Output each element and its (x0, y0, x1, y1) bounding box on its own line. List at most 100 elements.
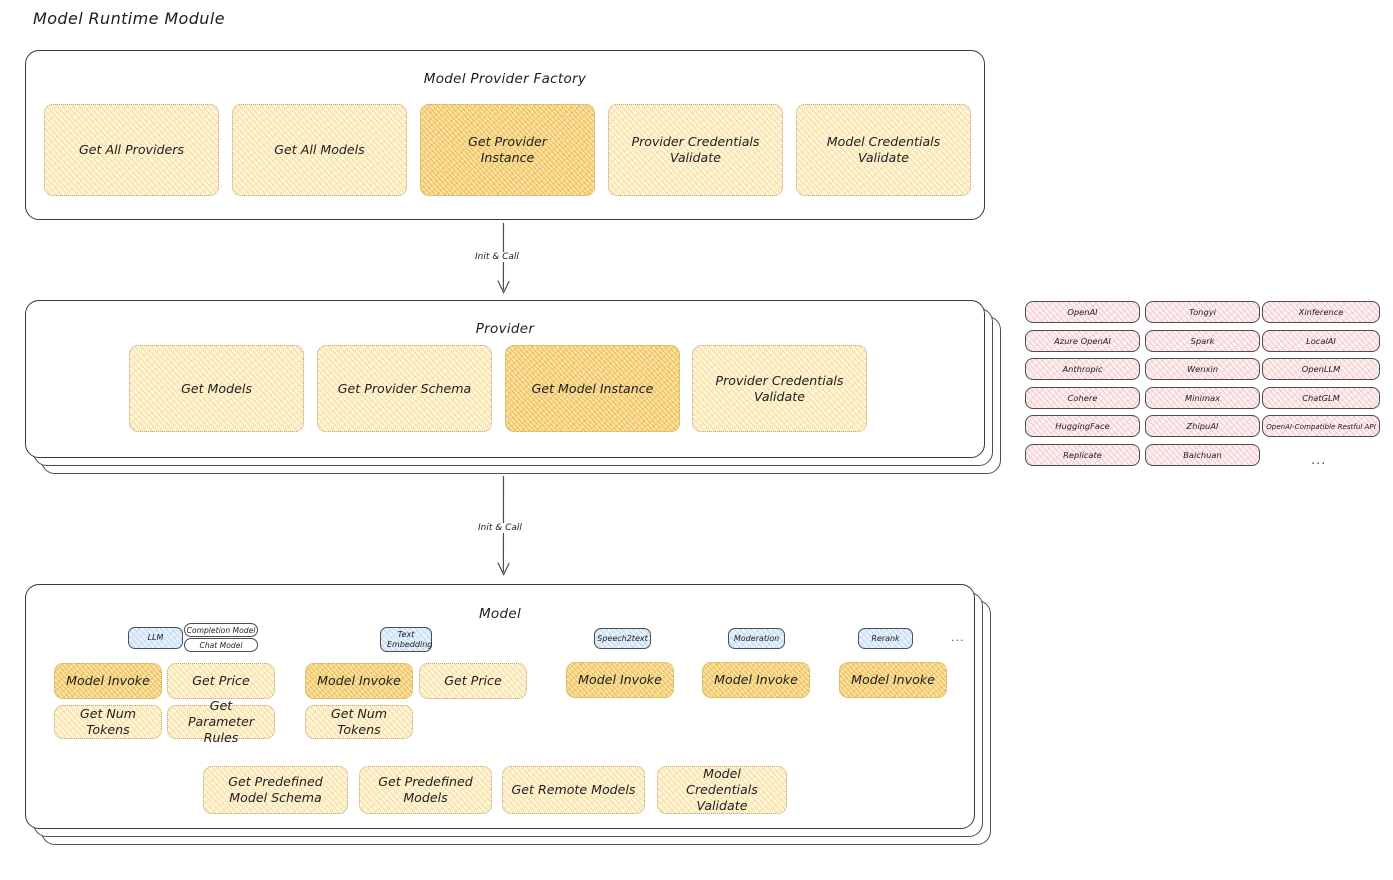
provider-chip-label: OpenLLM (1301, 364, 1341, 375)
method-label: Get Price (444, 673, 502, 689)
factory-item-get-all-providers[interactable]: Get All Providers (44, 104, 219, 196)
provider-chip-label: LocalAI (1306, 335, 1336, 346)
subtag-label: Chat Model (199, 640, 243, 650)
factory-item-model-credentials-validate[interactable]: Model Credentials Validate (796, 104, 971, 196)
provider-item-get-model-instance[interactable]: Get Model Instance (505, 345, 680, 432)
provider-chip[interactable]: OpenAI (1025, 301, 1140, 323)
arrow-label-init-and-call-2: Init & Call (475, 523, 525, 533)
model-common-get-predefined-models[interactable]: Get Predefined Models (359, 766, 492, 814)
method-label: Get Num Tokens (79, 706, 137, 737)
provider-chip[interactable]: Baichuan (1145, 444, 1260, 466)
provider-chip-label: Wenxin (1186, 364, 1219, 375)
factory-item-label: Model Credentials Validate (826, 134, 941, 165)
badge-label: Rerank (871, 633, 900, 643)
provider-chip-label: Tongyi (1189, 307, 1216, 317)
provider-chip[interactable]: Replicate (1025, 444, 1140, 466)
model-type-badge-speech2text[interactable]: Speech2text (594, 628, 651, 649)
provider-chip-label: ChatGLM (1302, 392, 1340, 403)
arrow-factory-to-provider (497, 222, 510, 294)
model-type-badge-text-embedding[interactable]: Text Embedding (380, 627, 432, 652)
provider-chip-label: Spark (1190, 335, 1215, 346)
provider-chip[interactable]: Minimax (1145, 386, 1260, 409)
model-common-model-credentials-validate[interactable]: Model Credentials Validate (657, 766, 787, 814)
llm-method-get-num-tokens[interactable]: Get Num Tokens (54, 705, 162, 739)
factory-item-label: Get Provider Instance (468, 134, 547, 165)
provider-item-label: Get Model Instance (531, 380, 654, 396)
model-type-badge-llm[interactable]: LLM (128, 627, 183, 649)
provider-title: Provider (475, 321, 535, 337)
factory-item-get-provider-instance[interactable]: Get Provider Instance (420, 104, 595, 196)
provider-chip-label: Minimax (1184, 392, 1221, 403)
factory-item-label: Get All Providers (79, 142, 184, 158)
arrow-label-init-and-call-1: Init & Call (472, 252, 522, 262)
badge-label: LLM (147, 633, 164, 643)
method-label: Get Predefined Models (378, 774, 473, 805)
provider-item-provider-credentials-validate[interactable]: Provider Credentials Validate (692, 345, 867, 432)
provider-chip[interactable]: OpenAI-Compatible Restful API (1262, 415, 1380, 438)
badge-label: Moderation (733, 633, 780, 643)
provider-chip[interactable]: ChatGLM (1262, 386, 1380, 409)
text-embedding-method-get-price[interactable]: Get Price (419, 663, 527, 699)
provider-chip[interactable]: Wenxin (1145, 358, 1260, 381)
method-label: Get Price (192, 673, 250, 689)
provider-chip-label: HuggingFace (1055, 421, 1110, 432)
provider-chip[interactable]: LocalAI (1262, 329, 1380, 352)
provider-chip-label: OpenAI (1067, 307, 1098, 317)
provider-chip[interactable]: Spark (1145, 329, 1260, 352)
subtag-label: Completion Model (186, 625, 256, 635)
llm-method-model-invoke[interactable]: Model Invoke (54, 663, 162, 699)
provider-item-get-provider-schema[interactable]: Get Provider Schema (317, 345, 492, 432)
provider-chip[interactable]: Anthropic (1025, 358, 1140, 381)
model-type-badge-moderation[interactable]: Moderation (728, 628, 785, 649)
provider-chip-label: OpenAI-Compatible Restful API (1266, 421, 1376, 431)
provider-chip-label: Anthropic (1062, 364, 1103, 375)
llm-method-get-price[interactable]: Get Price (167, 663, 275, 699)
model-provider-factory-title: Model Provider Factory (423, 71, 587, 87)
provider-item-label: Provider Credentials Validate (715, 372, 844, 404)
provider-chip[interactable]: HuggingFace (1025, 415, 1140, 438)
model-container: Model (25, 584, 975, 829)
method-label: Model Invoke (578, 672, 662, 688)
provider-chip[interactable]: Tongyi (1145, 301, 1260, 323)
provider-chip[interactable]: Azure OpenAI (1025, 329, 1140, 352)
factory-item-provider-credentials-validate[interactable]: Provider Credentials Validate (608, 104, 783, 196)
page-title: Model Runtime Module (33, 9, 225, 28)
model-common-get-remote-models[interactable]: Get Remote Models (502, 766, 645, 814)
provider-chip-label: Xinference (1298, 307, 1344, 317)
method-label: Model Invoke (66, 673, 150, 689)
method-label: Model Invoke (714, 672, 798, 688)
provider-chip[interactable]: ZhipuAI (1145, 415, 1260, 438)
model-types-ellipsis: ... (951, 631, 965, 644)
provider-chip[interactable]: OpenLLM (1262, 358, 1380, 381)
method-label: Get Num Tokens (330, 706, 388, 737)
provider-list-ellipsis: ... (1311, 453, 1327, 468)
provider-chip-label: ZhipuAI (1186, 421, 1219, 432)
text-embedding-method-model-invoke[interactable]: Model Invoke (305, 663, 413, 699)
method-label: Model Invoke (851, 672, 935, 688)
provider-chip-label: Azure OpenAI (1054, 335, 1111, 346)
model-subtag-chat-model[interactable]: Chat Model (184, 638, 258, 652)
provider-chip-label: Cohere (1067, 392, 1098, 403)
rerank-method-model-invoke[interactable]: Model Invoke (839, 662, 947, 698)
text-embedding-method-get-num-tokens[interactable]: Get Num Tokens (305, 705, 413, 739)
llm-method-get-parameter-rules[interactable]: Get Parameter Rules (167, 698, 275, 745)
model-subtag-completion-model[interactable]: Completion Model (184, 623, 258, 637)
factory-item-get-all-models[interactable]: Get All Models (232, 104, 407, 196)
method-label: Get Remote Models (511, 782, 636, 798)
provider-item-get-models[interactable]: Get Models (129, 345, 304, 432)
provider-chip[interactable]: Cohere (1025, 386, 1140, 409)
badge-label: Text Embedding (387, 630, 433, 649)
model-common-get-predefined-model-schema[interactable]: Get Predefined Model Schema (203, 766, 348, 814)
provider-chip[interactable]: Xinference (1262, 301, 1380, 323)
model-type-badge-rerank[interactable]: Rerank (858, 628, 913, 649)
badge-label: Speech2text (597, 633, 648, 643)
method-label: Model Credentials Validate (686, 766, 758, 813)
provider-item-label: Get Provider Schema (337, 380, 472, 396)
method-label: Get Predefined Model Schema (228, 774, 323, 805)
provider-chip-label: Baichuan (1183, 450, 1222, 460)
model-title: Model (478, 606, 522, 622)
speech2text-method-model-invoke[interactable]: Model Invoke (566, 662, 674, 698)
moderation-method-model-invoke[interactable]: Model Invoke (702, 662, 810, 698)
provider-item-label: Get Models (181, 380, 252, 396)
